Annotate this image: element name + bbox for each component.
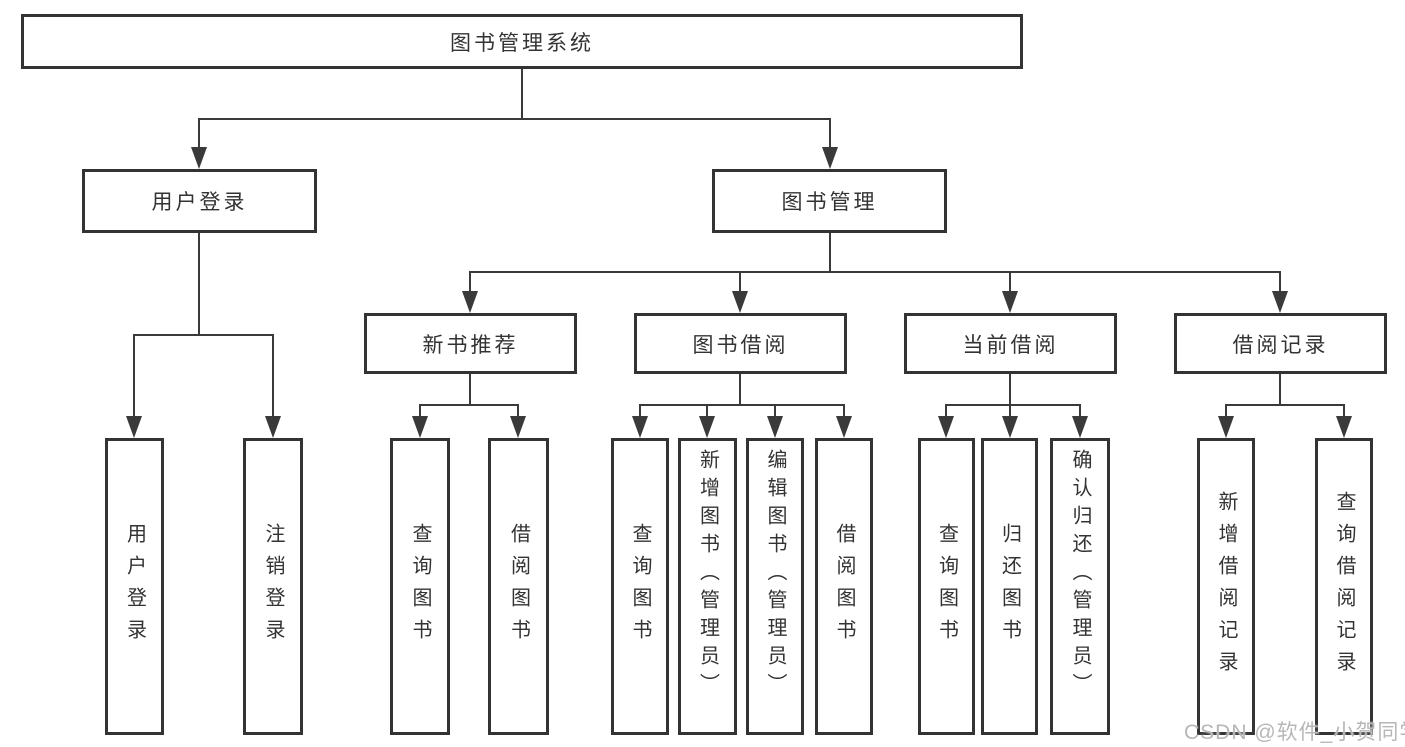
arrowhead-down-icon (1002, 416, 1018, 438)
node-label: 当前借阅 (962, 333, 1059, 357)
connector-line (843, 405, 845, 418)
arrowhead-down-icon (938, 416, 954, 438)
connector-line (469, 272, 471, 292)
leaf-label: 查询图书 (935, 522, 958, 651)
connector-line (945, 404, 1081, 406)
arrowhead-down-icon (1072, 416, 1088, 438)
node-new-book-recommendation: 新书推荐 (364, 313, 577, 374)
connector-line (469, 271, 1281, 273)
connector-line (198, 119, 200, 151)
connector-line (419, 405, 421, 418)
leaf-query-borrow-record: 查询借阅记录 (1315, 438, 1373, 735)
node-label: 图书管理 (781, 191, 878, 214)
leaf-label: 归还图书 (998, 522, 1021, 651)
node-label: 图书管理系统 (450, 31, 594, 55)
node-label: 图书借阅 (692, 333, 789, 357)
connector-line (829, 233, 831, 273)
connector-line (198, 118, 831, 120)
leaf-borrow-books: 借阅图书 (815, 438, 873, 735)
leaf-label: 用户登录 (123, 522, 146, 651)
connector-line (739, 374, 741, 406)
connector-line (1343, 405, 1345, 418)
arrowhead-down-icon (836, 416, 852, 438)
node-borrowing-records: 借阅记录 (1174, 313, 1387, 374)
connector-line (1279, 374, 1281, 406)
arrowhead-down-icon (632, 416, 648, 438)
leaf-confirm-return-admin: 确认归还（管理员） (1050, 438, 1110, 735)
connector-line (945, 405, 947, 418)
arrowhead-down-icon (699, 416, 715, 438)
leaf-add-books-admin: 新增图书（管理员） (678, 438, 737, 735)
connector-line (1009, 405, 1011, 418)
node-current-borrowing: 当前借阅 (904, 313, 1117, 374)
connector-line (774, 405, 776, 418)
leaf-user-login: 用户登录 (105, 438, 164, 735)
leaf-label: 借阅图书 (507, 522, 530, 651)
connector-line (133, 335, 135, 417)
arrowhead-down-icon (1272, 291, 1288, 313)
leaf-label: 查询图书 (409, 522, 431, 651)
arrowhead-down-icon (126, 416, 142, 438)
connector-line (1009, 374, 1011, 406)
leaf-edit-books-admin: 编辑图书（管理员） (746, 438, 804, 735)
node-label: 用户登录 (151, 191, 248, 214)
node-label: 新书推荐 (422, 333, 519, 357)
arrowhead-down-icon (732, 291, 748, 313)
node-book-management: 图书管理 (712, 169, 947, 233)
leaf-label: 新增借阅记录 (1215, 490, 1237, 683)
connector-line (739, 272, 741, 292)
node-book-borrowing: 图书借阅 (634, 313, 847, 374)
leaf-label: 新增图书（管理员） (696, 449, 719, 701)
leaf-label: 借阅图书 (833, 522, 855, 651)
arrowhead-down-icon (822, 147, 838, 169)
arrowhead-down-icon (462, 291, 478, 313)
leaf-label: 注销登录 (262, 522, 284, 651)
connector-line (829, 119, 831, 151)
arrowhead-down-icon (191, 147, 207, 169)
arrowhead-down-icon (1218, 416, 1234, 438)
arrowhead-down-icon (1002, 291, 1018, 313)
connector-line (1009, 272, 1011, 292)
connector-line (1079, 405, 1081, 418)
leaf-borrow-books-recommend: 借阅图书 (488, 438, 549, 735)
connector-line (133, 334, 274, 336)
connector-line (521, 69, 523, 119)
connector-line (639, 404, 845, 406)
leaf-return-books: 归还图书 (981, 438, 1038, 735)
leaf-add-borrow-record: 新增借阅记录 (1197, 438, 1255, 735)
connector-line (639, 405, 641, 418)
arrowhead-down-icon (510, 416, 526, 438)
leaf-label: 确认归还（管理员） (1069, 449, 1091, 701)
csdn-watermark: CSDN @软件_小贺同学 (1184, 721, 1405, 744)
node-label: 借阅记录 (1232, 333, 1329, 357)
connector-line (469, 374, 471, 406)
leaf-query-books-recommend: 查询图书 (390, 438, 450, 735)
connector-line (272, 335, 274, 417)
leaf-label: 编辑图书（管理员） (764, 449, 786, 701)
leaf-label: 查询图书 (629, 522, 651, 651)
connector-line (1225, 404, 1345, 406)
arrowhead-down-icon (412, 416, 428, 438)
arrowhead-down-icon (1336, 416, 1352, 438)
connector-line (1279, 272, 1281, 292)
connector-line (419, 404, 519, 406)
leaf-label: 查询借阅记录 (1333, 490, 1355, 683)
arrowhead-down-icon (265, 416, 281, 438)
leaf-query-books-current: 查询图书 (918, 438, 975, 735)
leaf-query-books-borrowing: 查询图书 (611, 438, 669, 735)
connector-line (1225, 405, 1227, 418)
connector-line (706, 405, 708, 418)
connector-line (198, 233, 200, 336)
arrowhead-down-icon (767, 416, 783, 438)
connector-line (517, 405, 519, 418)
node-library-management-system: 图书管理系统 (21, 14, 1023, 69)
leaf-logout: 注销登录 (243, 438, 303, 735)
node-user-login: 用户登录 (82, 169, 317, 233)
